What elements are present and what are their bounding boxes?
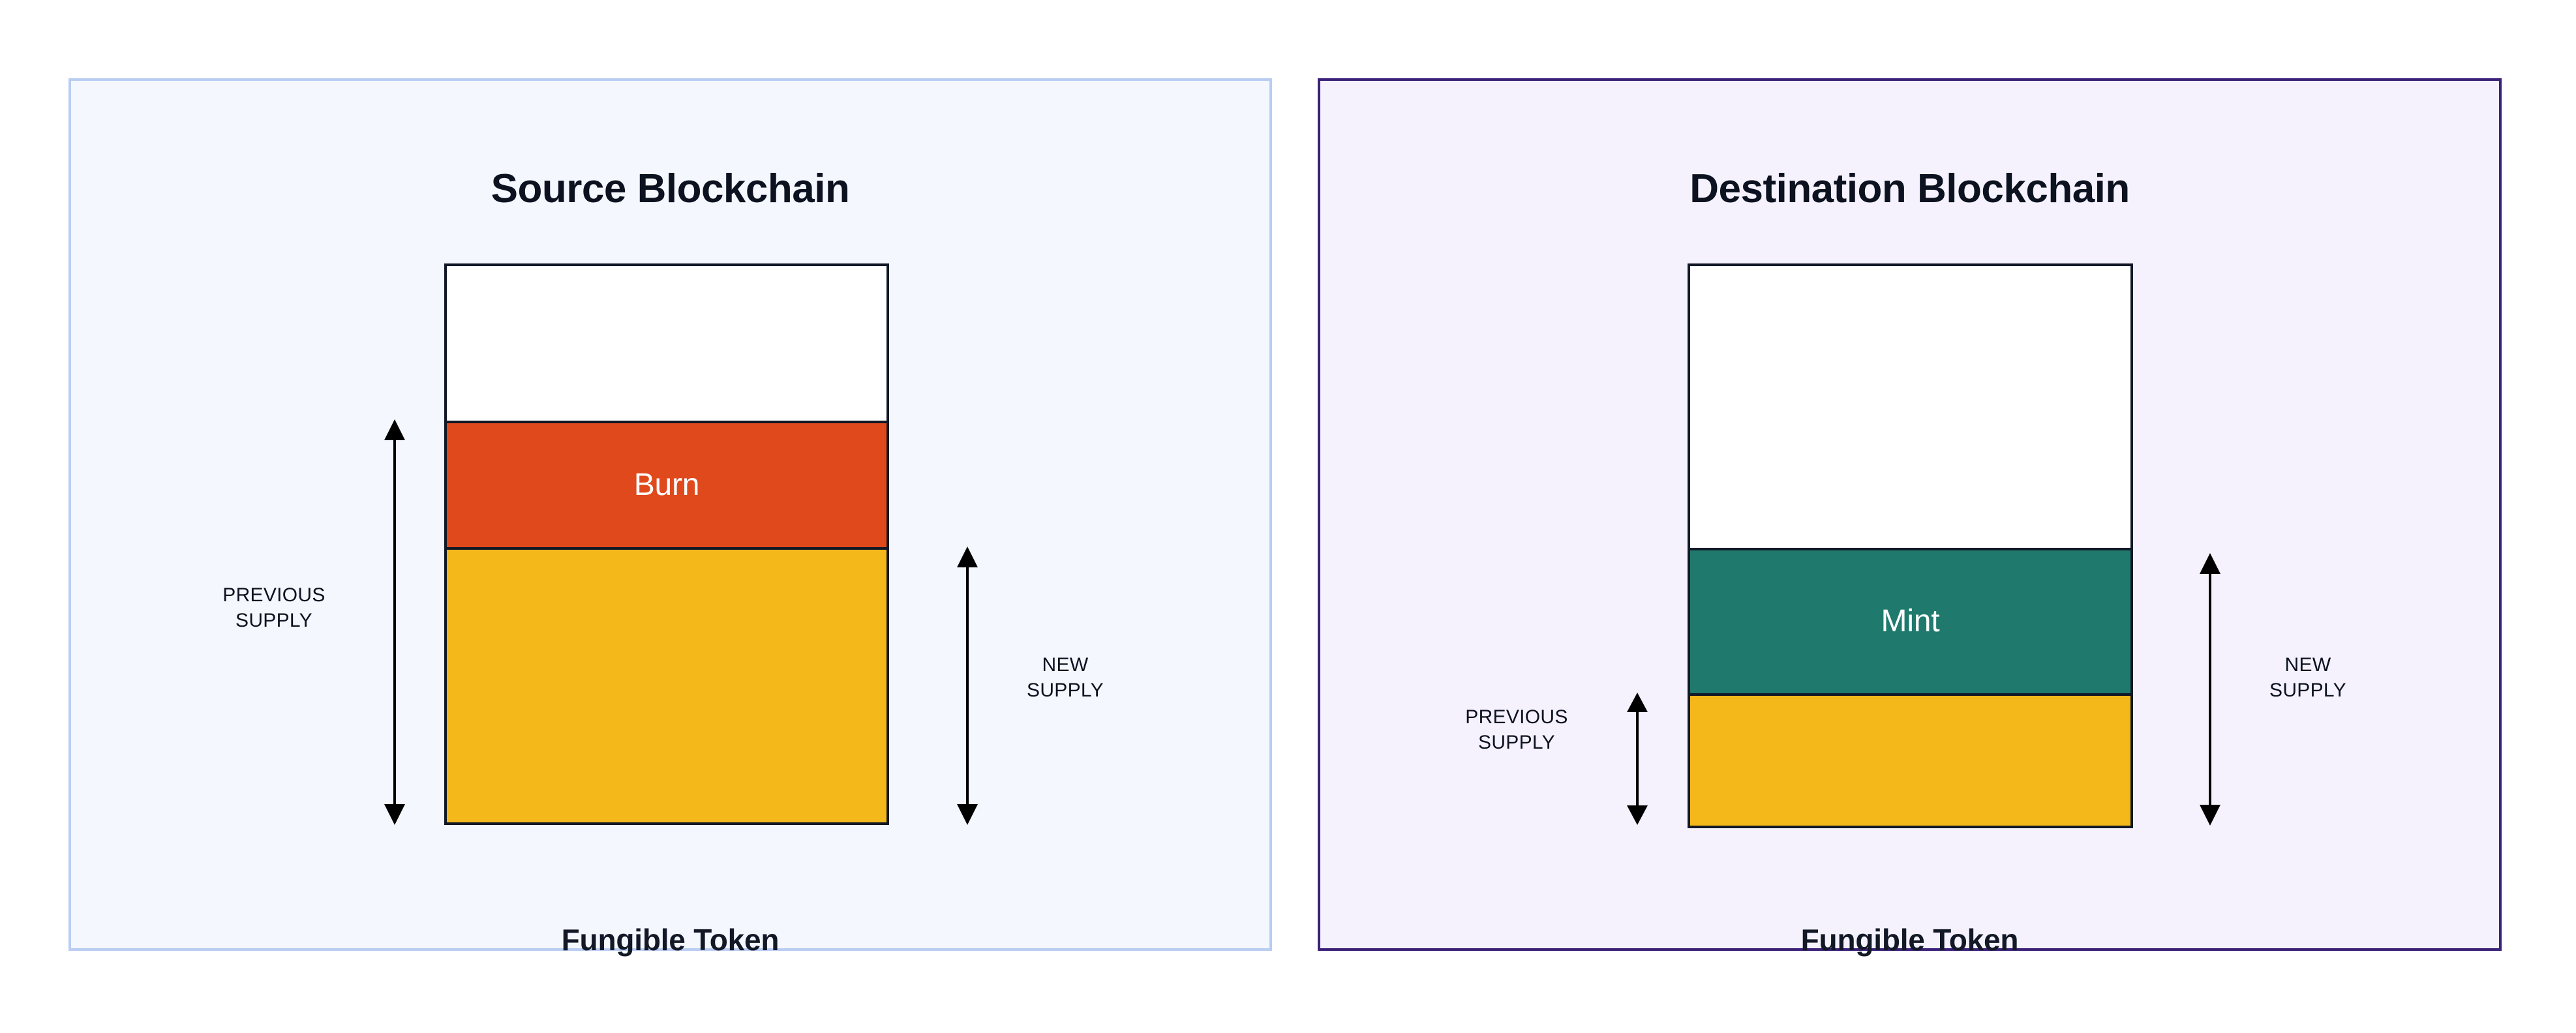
source-panel-title: Source Blockchain (491, 166, 850, 211)
double-headed-arrow-icon (957, 546, 978, 825)
source-segment-remaining-supply (447, 546, 886, 822)
source-segment-headroom (447, 266, 886, 421)
source-previous-supply-label-line1: PREVIOUS (222, 584, 326, 606)
destination-segment-headroom (1690, 266, 2130, 548)
destination-panel-footer-label: Fungible Token (1800, 923, 2019, 957)
source-new-supply-label-line1: NEW (1042, 654, 1089, 676)
source-previous-supply-label-line2: SUPPLY (235, 610, 312, 631)
double-headed-arrow-icon (1627, 693, 1648, 825)
source-new-supply-arrow (954, 546, 980, 825)
double-headed-arrow-icon (2200, 553, 2220, 826)
destination-panel-title: Destination Blockchain (1690, 166, 2130, 211)
destination-new-supply-label-line1: NEW (2284, 654, 2331, 676)
source-previous-supply-arrow (382, 419, 408, 825)
source-previous-supply-label: PREVIOUS SUPPLY (183, 582, 365, 633)
destination-previous-supply-label-line1: PREVIOUS (1465, 706, 1568, 728)
source-new-supply-label-line2: SUPPLY (1027, 680, 1104, 701)
source-segment-burn: Burn (447, 421, 886, 547)
destination-previous-supply-label-line2: SUPPLY (1478, 732, 1555, 753)
destination-segment-previous-supply (1690, 693, 2130, 826)
mint-segment-label: Mint (1881, 604, 1940, 639)
destination-new-supply-label: NEW SUPPLY (2230, 652, 2386, 703)
destination-token-supply-bar: Mint (1688, 263, 2133, 828)
destination-new-supply-arrow (2197, 553, 2223, 826)
destination-previous-supply-arrow (1624, 693, 1650, 825)
source-new-supply-label: NEW SUPPLY (987, 652, 1144, 703)
destination-new-supply-label-line2: SUPPLY (2269, 680, 2346, 701)
destination-previous-supply-label: PREVIOUS SUPPLY (1425, 704, 1608, 755)
double-headed-arrow-icon (384, 419, 405, 825)
source-token-supply-bar: Burn (444, 263, 889, 825)
source-panel-footer-label: Fungible Token (561, 923, 780, 957)
destination-segment-mint: Mint (1690, 547, 2130, 693)
burn-segment-label: Burn (633, 467, 700, 502)
